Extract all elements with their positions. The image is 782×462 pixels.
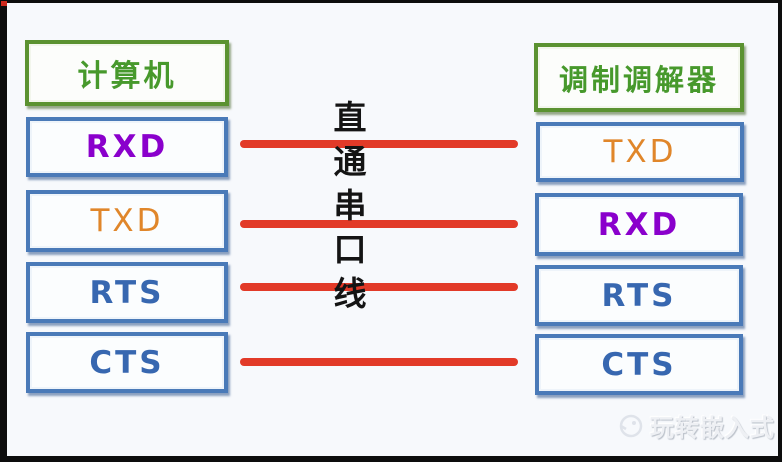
watermark: 玩转嵌入式: [618, 408, 775, 443]
red-corner-mark: [1, 1, 7, 6]
left-pin-box-cts: CTS: [26, 332, 228, 393]
left-pin-label-cts: CTS: [89, 344, 165, 381]
watermark-text: 玩转嵌入式: [650, 414, 775, 442]
right-pin-box-txd: TXD: [536, 122, 744, 182]
right-pin-box-rxd: RXD: [535, 193, 743, 256]
left-pin-box-rts: RTS: [26, 262, 228, 323]
wire-txd-to-rxd: [240, 220, 518, 228]
right-pin-label-cts: CTS: [601, 346, 677, 383]
left-pin-label-rxd: RXD: [85, 129, 169, 165]
left-pin-label-rts: RTS: [89, 274, 165, 311]
wire-rts-to-rts: [240, 283, 518, 291]
right-pin-label-rts: RTS: [601, 277, 677, 314]
right-pin-box-rts: RTS: [535, 265, 743, 326]
right-pin-box-cts: CTS: [535, 334, 743, 395]
right-pin-label-rxd: RXD: [597, 206, 681, 243]
left-pin-label-txd: TXD: [90, 203, 164, 239]
cable-type-label: 直通串口线: [328, 100, 367, 320]
left-device-box: 计算机: [25, 40, 229, 106]
right-pin-label-txd: TXD: [603, 134, 677, 170]
left-pin-box-txd: TXD: [26, 190, 228, 252]
wire-cts-to-cts: [240, 358, 518, 366]
wire-rxd-to-txd: [240, 140, 518, 148]
left-device-title: 计算机: [77, 59, 177, 94]
penguin-logo-icon: [619, 414, 643, 437]
right-device-box: 调制调解器: [534, 43, 744, 112]
left-pin-box-rxd: RXD: [26, 117, 228, 177]
right-device-title: 调制调解器: [558, 62, 719, 97]
